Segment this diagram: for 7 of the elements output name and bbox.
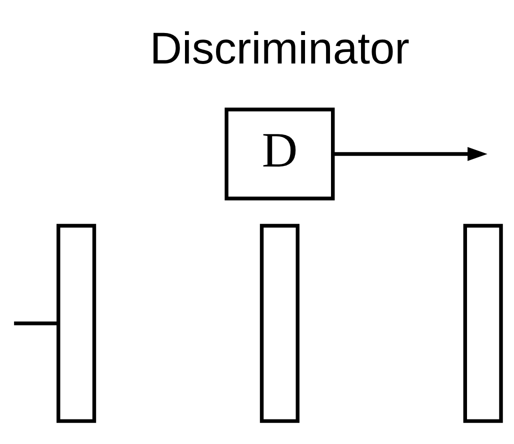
- node-bar: [463, 224, 503, 423]
- arrow: [333, 147, 488, 161]
- node-box: D: [224, 108, 335, 200]
- label: Discriminator: [150, 24, 410, 74]
- node-bar: [260, 224, 300, 423]
- node-bar: [56, 224, 96, 423]
- connector: [14, 322, 58, 326]
